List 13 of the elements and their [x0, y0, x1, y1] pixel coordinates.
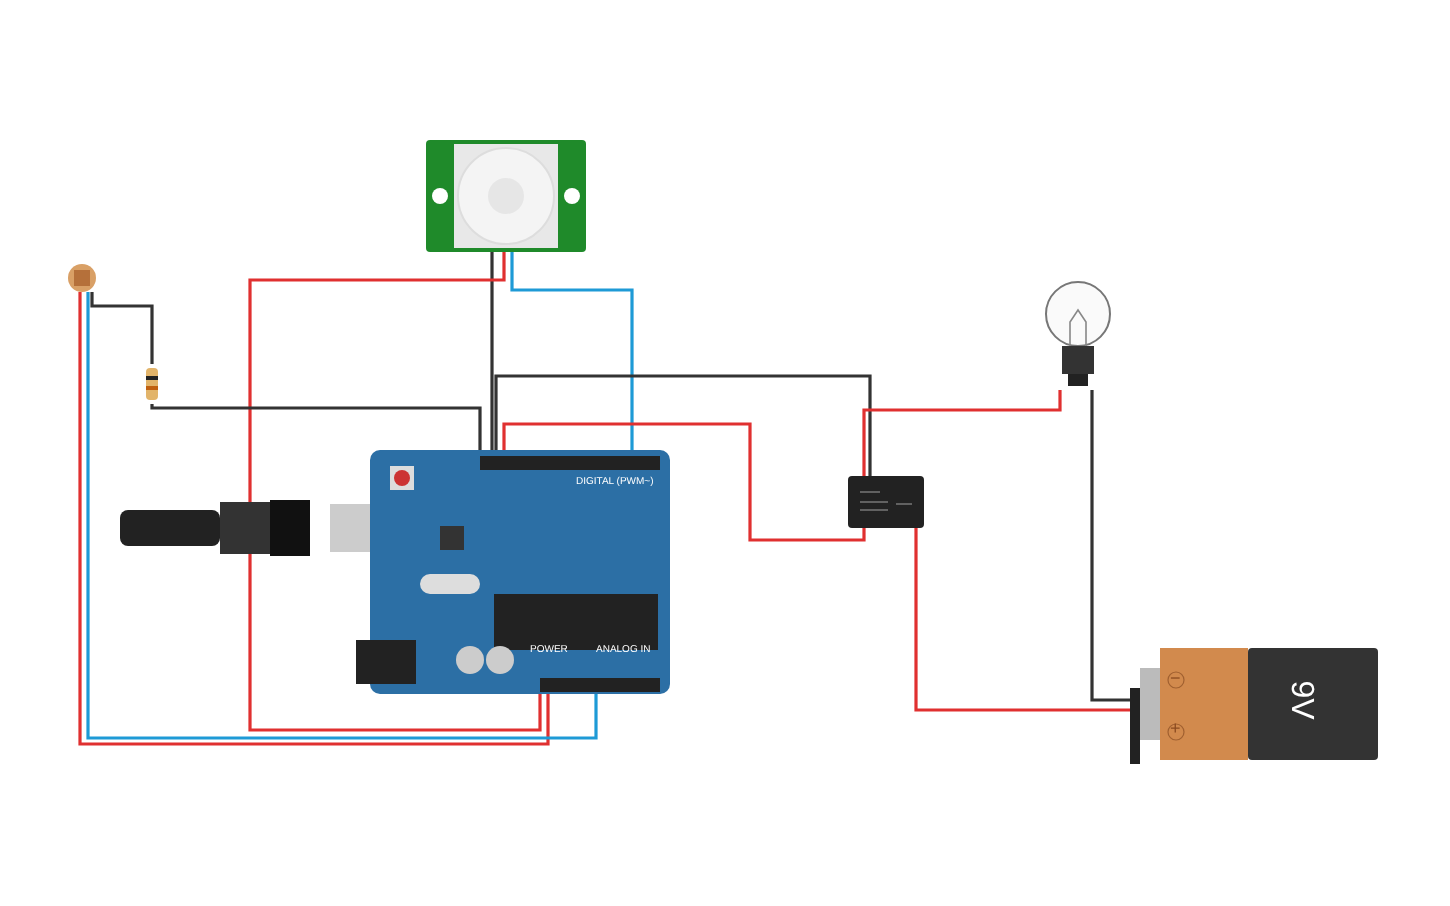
wire: [502, 422, 866, 542]
wire: [914, 528, 1130, 712]
wire: [90, 292, 154, 364]
wire: [862, 390, 1062, 476]
wire: [150, 404, 482, 450]
wire: [1090, 390, 1130, 702]
terminal-sign: −: [1170, 670, 1181, 688]
wire: [494, 374, 872, 476]
wire: [510, 252, 634, 450]
voltage-label: 9V: [1283, 680, 1316, 720]
wire: [490, 252, 494, 450]
wire: [248, 252, 542, 732]
terminal-sign: +: [1170, 720, 1181, 738]
